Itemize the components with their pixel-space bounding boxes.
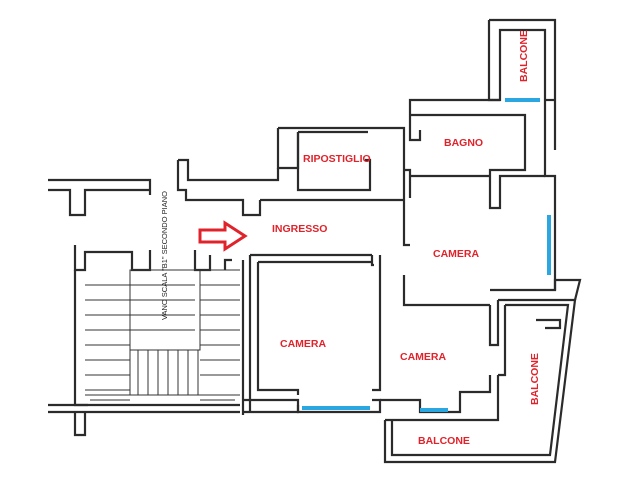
room-label-bagno: BAGNO (444, 137, 483, 149)
windows (302, 98, 551, 412)
walls (48, 18, 582, 464)
room-label-balcone-bottom: BALCONE (418, 435, 470, 447)
room-label-ripostiglio: RIPOSTIGLIO (303, 153, 371, 165)
room-label-camera-center: CAMERA (400, 351, 446, 363)
staircase (85, 269, 240, 401)
room-label-balcone-right: BALCONE (529, 353, 541, 405)
room-label-camera-left: CAMERA (280, 338, 326, 350)
room-label-ingresso: INGRESSO (272, 223, 327, 235)
room-label-camera-top-right: CAMERA (433, 248, 479, 260)
stair-label: VANO SCALA "B1" SECONDO PIANO (160, 191, 169, 320)
right-arrow-icon (198, 220, 248, 252)
room-label-balcone-top: BALCONE (518, 30, 530, 82)
